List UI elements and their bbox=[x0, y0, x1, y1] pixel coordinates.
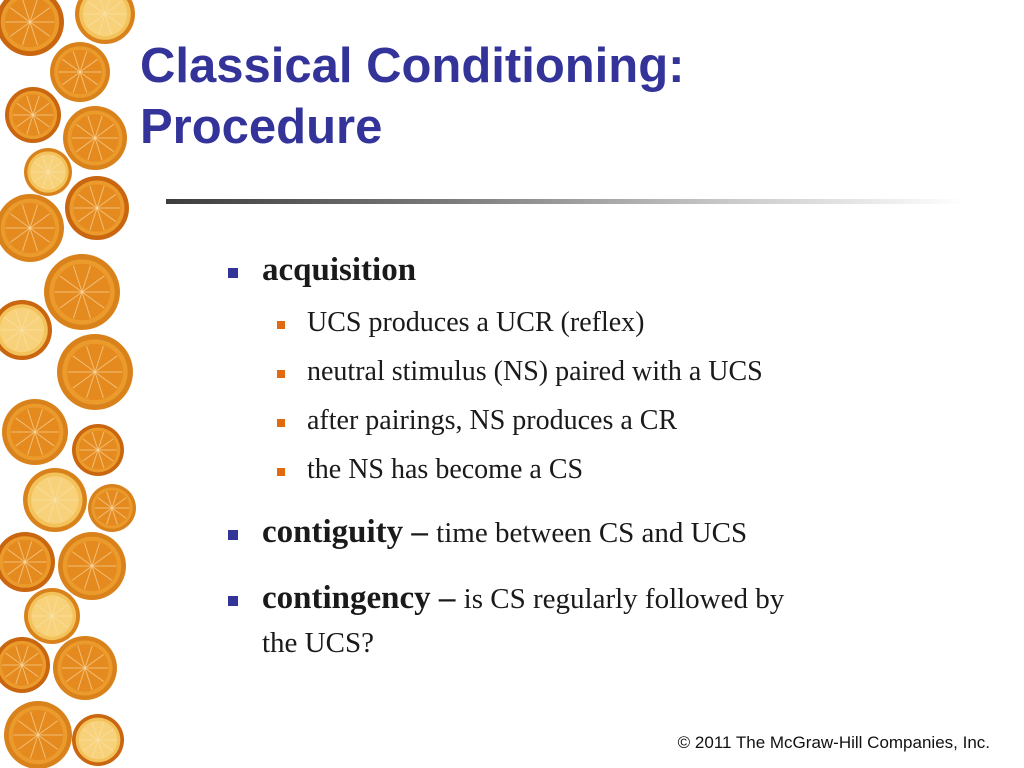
orange-slice bbox=[72, 424, 124, 476]
bullet-description: is CS regularly followed by bbox=[463, 583, 785, 615]
bullet-term: acquisition bbox=[262, 252, 417, 288]
title-line-2: Procedure bbox=[140, 100, 383, 154]
bullet-dash: – bbox=[411, 514, 428, 550]
orange-slice bbox=[24, 588, 80, 644]
orange-slice bbox=[57, 334, 133, 410]
sub-bullet-marker bbox=[277, 468, 285, 476]
orange-slice bbox=[5, 87, 61, 143]
sub-bullet-item: the NS has become a CS bbox=[307, 454, 584, 485]
orange-slice bbox=[0, 637, 50, 693]
orange-slice bbox=[0, 532, 55, 592]
title-line-1: Classical Conditioning: bbox=[140, 39, 685, 93]
orange-slice bbox=[88, 484, 136, 532]
orange-slice bbox=[72, 714, 124, 766]
bullet-term: contingency bbox=[262, 580, 431, 616]
title-divider bbox=[166, 199, 966, 204]
orange-slices-image bbox=[0, 0, 170, 768]
orange-slice bbox=[58, 532, 126, 600]
bullet-description: time between CS and UCS bbox=[436, 517, 748, 549]
bullet-marker bbox=[228, 530, 238, 540]
bullet-contingency: contingency – is CS regularly followed b… bbox=[262, 578, 784, 619]
bullet-marker bbox=[228, 596, 238, 606]
orange-slice bbox=[2, 399, 68, 465]
copyright-notice: © 2011 The McGraw-Hill Companies, Inc. bbox=[677, 733, 990, 752]
sub-bullet-item: after pairings, NS produces a CR bbox=[307, 405, 678, 436]
orange-slice bbox=[4, 701, 72, 768]
orange-slice bbox=[23, 468, 87, 532]
orange-slices-decoration bbox=[0, 0, 170, 768]
sub-bullet-marker bbox=[277, 370, 285, 378]
sub-bullet-item: UCS produces a UCR (reflex) bbox=[307, 307, 645, 338]
bullet-acquisition: acquisition bbox=[262, 250, 416, 290]
orange-slice bbox=[0, 194, 64, 262]
orange-slice bbox=[44, 254, 120, 330]
orange-slice bbox=[24, 148, 72, 196]
slide-title: Classical Conditioning: Procedure bbox=[140, 36, 1000, 158]
bullet-term: contiguity bbox=[262, 514, 404, 550]
sub-bullet-item: neutral stimulus (NS) paired with a UCS bbox=[307, 356, 763, 387]
bullet-marker bbox=[228, 268, 238, 278]
bullet-description-continuation: the UCS? bbox=[262, 627, 374, 659]
orange-slice bbox=[53, 636, 117, 700]
orange-slice bbox=[0, 300, 52, 360]
sub-bullet-marker bbox=[277, 321, 285, 329]
orange-slice bbox=[0, 0, 64, 56]
orange-slice bbox=[50, 42, 110, 102]
orange-slice bbox=[63, 106, 127, 170]
orange-slice bbox=[65, 176, 129, 240]
orange-slice bbox=[75, 0, 135, 44]
bullet-contiguity: contiguity – time between CS and UCS bbox=[262, 512, 747, 553]
bullet-contingency-continuation: the UCS? bbox=[262, 622, 374, 663]
bullet-dash: – bbox=[438, 580, 456, 616]
sub-bullet-marker bbox=[277, 419, 285, 427]
